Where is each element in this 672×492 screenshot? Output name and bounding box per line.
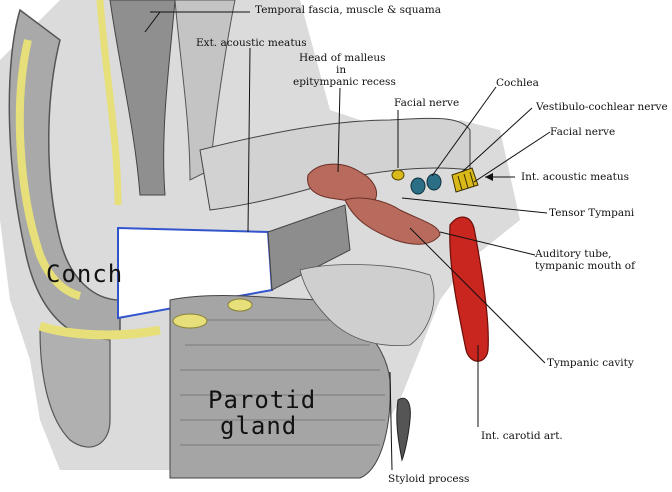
label-vestibulo: Vestibulo-cochlear nerve [536,101,668,113]
label-cochlea: Cochlea [496,77,539,89]
cochlea-left [410,177,426,195]
label-malleus-1: Head of malleus [299,52,386,64]
leader-styloid [389,371,393,471]
leader-facial-right [473,131,551,183]
label-facial-nerve-right: Facial nerve [550,126,616,138]
label-tympanic-cavity: Tympanic cavity [547,357,634,369]
leader-tensor [401,197,548,214]
cochlea-right [426,173,442,191]
leader-temporal-2 [144,11,161,33]
label-int-meatus: Int. acoustic meatus [521,171,630,183]
auricle-cartilage [15,39,82,300]
leader-vestibulo [461,107,533,173]
internal-carotid-artery [449,216,489,362]
temporal-fascia [96,0,122,206]
leader-cochlea [431,86,497,177]
leader-auditory [439,231,536,256]
label-parotid-2: gland [220,412,298,440]
cartilage-lower [38,321,161,340]
label-parotid-1: Parotid [208,386,317,414]
leader-malleus [337,87,341,173]
cartilage-nub-2 [227,298,253,312]
label-facial-nerve-upper: Facial nerve [394,97,460,109]
leader-lines [144,11,551,471]
tympanic-cavity-shape [344,197,441,245]
label-auditory-2: tympanic mouth of [535,260,635,272]
nerve-striations [457,171,475,191]
label-malleus-3: epitympanic recess [293,76,396,88]
label-ext-meatus: Ext. acoustic meatus [196,37,307,49]
styloid-process [396,397,411,462]
label-carotid: Int. carotid art. [481,430,563,442]
ear-lobe [39,329,111,448]
leader-ext-meatus [247,47,251,233]
meatus-floor-bone [267,204,351,291]
label-tensor: Tensor Tympani [549,207,635,219]
int-meatus-arrowhead [485,173,493,181]
leader-tympanic [409,227,546,364]
soft-tissue-lobules [299,264,435,346]
facial-nerve-upper [391,169,405,181]
label-auditory-1: Auditory tube, [535,248,612,260]
label-styloid: Styloid process [388,473,470,485]
vestibulocochlear-nerve [451,167,479,193]
temporal-muscle [109,0,176,196]
label-malleus-2: in [336,64,347,76]
label-concha: Conch [46,260,124,288]
parotid-texture [180,319,385,446]
label-temporal: Temporal fascia, muscle & squama [255,4,442,16]
cartilage-nub [172,313,208,329]
